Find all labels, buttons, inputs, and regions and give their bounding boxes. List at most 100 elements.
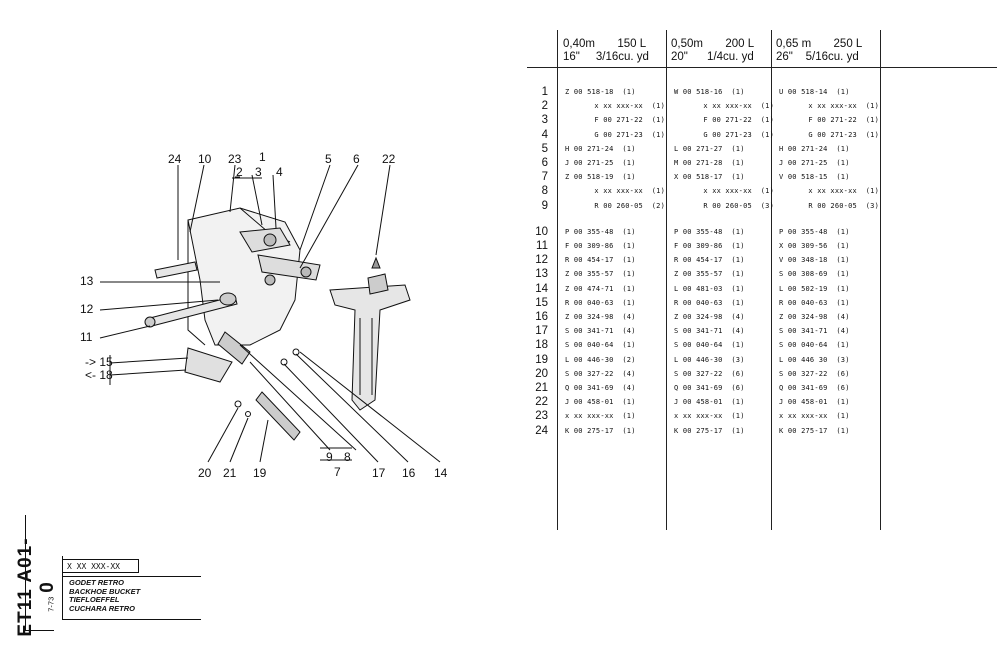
callout-2: 2 [236,165,243,179]
callout-4: 4 [276,165,283,179]
part-number-cell: S 00 341-71 (4) [674,327,745,336]
row-number: 12 [535,254,548,267]
part-number-cell: L 00 481-03 (1) [674,284,745,293]
part-number-cell: S 00 341-71 (4) [565,327,636,336]
exploded-parts-diagram [99,164,441,463]
part-number-cell: F 00 271-22 (1) [808,116,879,125]
sheet-code-frame [25,515,54,631]
callout-9: 9 [326,450,333,464]
part-number-cell: X 00 518-17 (1) [674,173,745,182]
callout-17: 17 [372,466,386,480]
part-number-cell: M 00 271-28 (1) [674,159,745,167]
callout-8: 8 [344,450,351,464]
part-number-cell: S 00 308-69 (1) [779,270,850,279]
row-number: 21 [535,382,548,394]
part-number-cell: P 00 355-48 (1) [779,227,850,236]
part-number-cell: V 00 518-15 (1) [779,173,850,182]
part-number-cell: Z 00 518-18 (1) [565,88,636,96]
callout-6: 6 [353,152,360,166]
part-number-cell: R 00 454-17 (1) [674,256,745,265]
part-number-cell: U 00 518-14 (1) [779,88,850,96]
part-number-cell: L 00 271-27 (1) [674,144,745,153]
row-number: 2 [541,100,548,113]
part-number-cell: S 00 327-22 (6) [674,369,745,378]
part-number-cell: x xx xxx-xx (1) [703,102,774,111]
row-number: 3 [541,114,548,127]
title-fr: GODET RETRO [69,578,125,587]
row-number: 17 [535,325,548,338]
row-number: 15 [535,296,548,309]
minus-arrow-icon: <- [85,368,97,382]
part-number-cell: G 00 271-23 (1) [594,130,665,139]
row-number: 1 [541,86,548,98]
row-number: 24 [535,424,548,437]
part-number-cell: x xx xxx-xx (1) [808,102,879,111]
callout-11: 11 [80,330,93,344]
callout-20: 20 [198,466,212,480]
part-number-cell: F 00 309-86 (1) [565,242,636,250]
row-number: 4 [541,128,548,141]
row-number: 19 [535,353,548,366]
callout-14: 14 [434,466,448,480]
row-number: 23 [535,410,548,423]
part-number-cell: J 00 458-01 (1) [565,398,636,407]
part-number-cell: x xx xxx-xx (1) [674,412,745,421]
part-number-cell: K 00 275-17 (1) [779,426,850,435]
part-number-cell: F 00 271-22 (1) [703,116,774,125]
part-number-cell: K 00 275-17 (1) [565,426,636,435]
callout-16: 16 [402,466,416,480]
sheet-date: 7-73 [46,596,56,612]
part-number-cell: R 00 260-05 (3) [808,201,879,210]
part-number-cell: x xx xxx-xx (1) [703,187,774,196]
part-number-cell: Z 00 324-98 (4) [779,313,850,321]
part-number-cell: Q 00 341-69 (4) [565,384,636,392]
callout-12: 12 [80,302,94,316]
part-number-cell: Z 00 355-57 (1) [565,270,636,279]
doc-code-box: X XX XXX-XX [63,559,139,573]
title-block: X XX XXX-XX GODET RETRO BACKHOE BUCKET T… [62,556,201,620]
part-number-cell: S 00 040-64 (1) [779,341,850,350]
side-cutter [184,347,233,383]
part-number-cell: W 00 518-16 (1) [674,88,745,96]
part-number-cell: S 00 040-64 (1) [565,341,636,350]
part-number-cell: H 00 271-24 (1) [565,144,636,153]
part-number-cell: R 00 260-05 (3) [703,201,774,210]
part-number-cell: Q 00 341-69 (6) [779,384,850,392]
part-number-cell: R 00 454-17 (1) [565,256,636,265]
part-number-cell: x xx xxx-xx (1) [594,187,665,196]
part-number-cell: J 00 271-25 (1) [565,159,636,167]
callout-10: 10 [198,152,212,166]
part-number-cell: x xx xxx-xx (1) [808,187,879,196]
callout-15: -> 15 [85,355,113,369]
part-number-cell: Q 00 341-69 (6) [674,384,745,392]
part-number-cell: J 00 458-01 (1) [674,398,745,407]
part-number-cell: S 00 327-22 (4) [565,369,636,378]
tooth-adapter [329,284,411,411]
part-number-cell: P 00 355-48 (1) [565,227,636,236]
title-es: CUCHARA RETRO [69,603,135,613]
callout-5: 5 [325,152,332,166]
callout-24: 24 [168,152,182,166]
part-number-cell: Z 00 324-98 (4) [674,313,745,321]
part-number-cell: L 00 446-30 (2) [565,355,636,364]
bucket-side-plate [187,207,301,346]
callout-3: 3 [255,165,262,179]
title-de: TIEFLOEFFEL [69,595,120,604]
pin-24 [154,261,198,279]
row-number: 20 [535,367,548,380]
row-number: 5 [541,142,548,155]
part-number-cell: L 00 446 30 (3) [779,355,850,364]
row-number: 11 [536,240,548,252]
row-number: 14 [535,282,548,295]
part-number-cell: K 00 275-17 (1) [674,426,745,435]
part-number-cell: P 00 355-48 (1) [674,227,745,236]
row-number: 22 [535,396,548,409]
callout-1: 1 [259,150,266,164]
part-number-cell: X 00 309-56 (1) [779,242,850,250]
row-number: 16 [535,311,548,323]
part-number-cell: V 00 348-18 (1) [779,256,850,265]
row-number: 7 [541,171,548,184]
